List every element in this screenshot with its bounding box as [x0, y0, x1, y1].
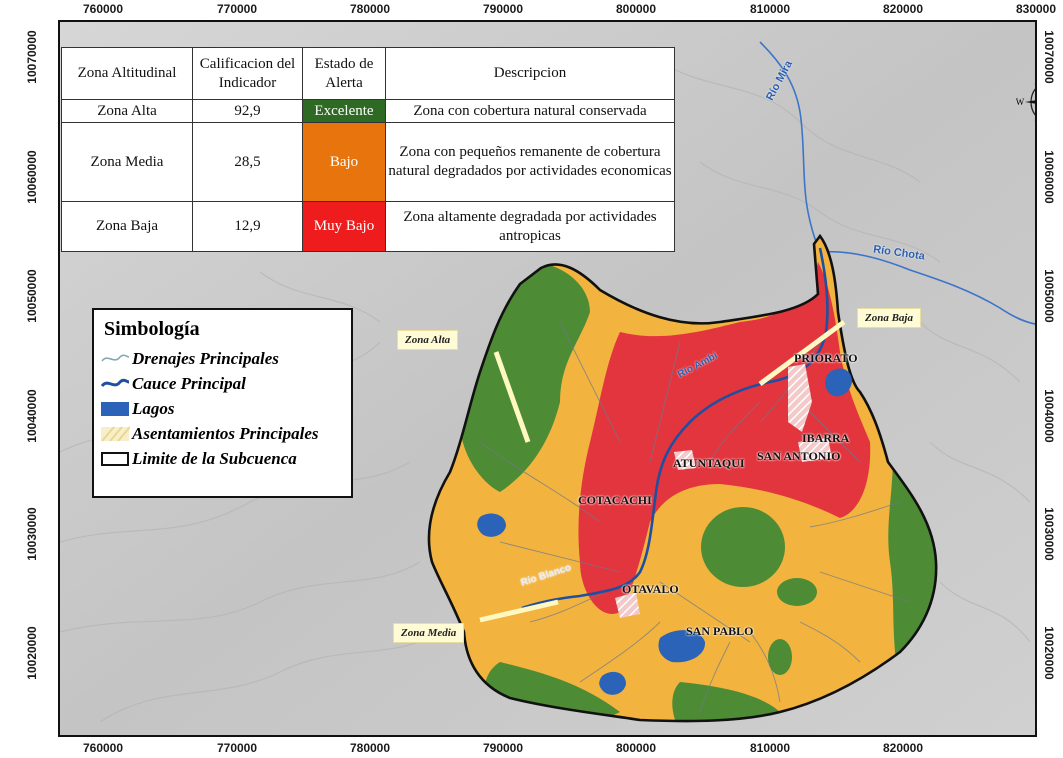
- settlement-otavalo: [615, 592, 640, 618]
- lake-priorato: [825, 368, 852, 397]
- y-tick-left: 10070000: [25, 30, 39, 84]
- lake-san-pablo: [658, 630, 706, 663]
- legend-label: Cauce Principal: [132, 374, 246, 393]
- place-cotacachi: COTACACHI: [578, 493, 652, 507]
- zone-alta-area: [460, 262, 590, 492]
- table-row: Zona Media 28,5 Bajo Zona con pequeños r…: [61, 122, 675, 202]
- x-tick-bottom: 790000: [482, 741, 524, 755]
- zone-alta-area: [777, 578, 817, 606]
- boundary-icon: [101, 452, 129, 466]
- basin-boundary: [427, 233, 938, 723]
- river-mira-line: [759, 41, 821, 253]
- table-cell-estado: Muy Bajo: [302, 201, 386, 252]
- lake-south: [599, 671, 626, 695]
- place-san-pablo: SAN PABLO: [686, 624, 754, 638]
- table-header: Descripcion: [385, 47, 675, 100]
- y-tick-right: 10050000: [1042, 269, 1056, 323]
- legend-label: Lagos: [132, 399, 175, 418]
- x-tick-bottom: 820000: [882, 741, 924, 755]
- callout-zona-media: Zona Media: [393, 623, 465, 643]
- lake-icon: [101, 402, 129, 416]
- x-tick-top: 830000: [1015, 2, 1057, 16]
- table-cell-zona: Zona Baja: [61, 201, 193, 252]
- drainage-network: [479, 321, 911, 713]
- settlement-san-antonio: [798, 438, 832, 462]
- table-header-row: Zona Altitudinal Calificacion del Indica…: [61, 47, 675, 100]
- x-tick-bottom: 770000: [216, 741, 258, 755]
- x-tick-top: 770000: [216, 2, 258, 16]
- zone-baja-area: [578, 262, 871, 614]
- x-tick-top: 780000: [349, 2, 391, 16]
- y-tick-left: 10020000: [25, 626, 39, 680]
- legend-title: Simbología: [104, 318, 200, 340]
- x-tick-top: 790000: [482, 2, 524, 16]
- legend-item: Asentamientos Principales: [100, 423, 319, 445]
- compass-rose-icon: N S W E: [1016, 83, 1035, 121]
- settlement-ibarra: [788, 364, 812, 432]
- legend-item: Lagos: [100, 398, 175, 420]
- x-tick-bottom: 760000: [82, 741, 124, 755]
- table-row: Zona Alta 92,9 Excelente Zona con cobert…: [61, 99, 675, 123]
- place-otavalo: OTAVALO: [622, 582, 679, 596]
- place-san-antonio: SAN ANTONIO: [757, 449, 841, 463]
- y-tick-right: 10020000: [1042, 626, 1056, 680]
- place-priorato: PRIORATO: [794, 351, 858, 365]
- table-cell-descripcion: Zona con cobertura natural conservada: [385, 99, 675, 123]
- table-header: Zona Altitudinal: [61, 47, 193, 100]
- x-tick-bottom: 780000: [349, 741, 391, 755]
- zone-alta-area: [672, 682, 780, 722]
- callout-zona-baja: Zona Baja: [857, 308, 921, 328]
- legend-item: Cauce Principal: [100, 373, 246, 395]
- y-tick-right: 10040000: [1042, 389, 1056, 443]
- table-cell-estado: Bajo: [302, 122, 386, 202]
- callout-zona-alta: Zona Alta: [397, 330, 459, 350]
- table-header: Estado de Alerta: [302, 47, 386, 100]
- y-tick-left: 10060000: [25, 150, 39, 204]
- x-tick-top: 760000: [82, 2, 124, 16]
- y-tick-left: 10030000: [25, 507, 39, 561]
- callout-pointer: [758, 319, 846, 387]
- place-ibarra: IBARRA: [802, 431, 850, 445]
- legend-label: Limite de la Subcuenca: [132, 449, 297, 468]
- zone-alta-area: [701, 507, 785, 587]
- table-cell-estado: Excelente: [302, 99, 386, 123]
- table-cell-descripcion: Zona con pequeños remanente de cobertura…: [385, 122, 675, 202]
- x-tick-top: 810000: [749, 2, 791, 16]
- legend-item: Drenajes Principales: [100, 348, 279, 370]
- settlement-atuntaqui: [674, 450, 696, 470]
- table-cell-zona: Zona Alta: [61, 99, 193, 123]
- y-tick-left: 10040000: [25, 389, 39, 443]
- river-chota-line: [819, 250, 1035, 325]
- table-cell-calificacion: 92,9: [192, 99, 303, 123]
- y-tick-left: 10050000: [25, 269, 39, 323]
- compass-w: W: [1016, 97, 1025, 107]
- callout-pointer: [493, 351, 531, 443]
- y-tick-right: 10070000: [1042, 30, 1056, 84]
- lake-cuicocha: [477, 513, 506, 537]
- table-cell-calificacion: 12,9: [192, 201, 303, 252]
- settlement-hatch-icon: [101, 426, 130, 442]
- legend-item: Limite de la Subcuenca: [100, 448, 297, 470]
- table-row: Zona Baja 12,9 Muy Bajo Zona altamente d…: [61, 201, 675, 252]
- legend-label: Asentamientos Principales: [132, 424, 319, 443]
- table-cell-calificacion: 28,5: [192, 122, 303, 202]
- place-atuntaqui: ATUNTAQUI: [673, 456, 745, 470]
- y-tick-right: 10060000: [1042, 150, 1056, 204]
- legend: Simbología Drenajes Principales Cauce Pr…: [92, 308, 353, 498]
- y-tick-right: 10030000: [1042, 507, 1056, 561]
- drainage-line-icon: [101, 354, 130, 362]
- alert-table: Zona Altitudinal Calificacion del Indica…: [61, 47, 675, 252]
- table-cell-zona: Zona Media: [61, 122, 193, 202]
- table-header: Calificacion del Indicador: [192, 47, 303, 100]
- callout-pointer: [479, 599, 559, 623]
- x-tick-bottom: 810000: [749, 741, 791, 755]
- x-tick-bottom: 800000: [615, 741, 657, 755]
- x-tick-top: 800000: [615, 2, 657, 16]
- legend-label: Drenajes Principales: [132, 349, 279, 368]
- x-tick-top: 820000: [882, 2, 924, 16]
- zone-alta-area: [768, 639, 792, 675]
- table-cell-descripcion: Zona altamente degradada por actividades…: [385, 201, 675, 252]
- main-channel-icon: [100, 378, 130, 388]
